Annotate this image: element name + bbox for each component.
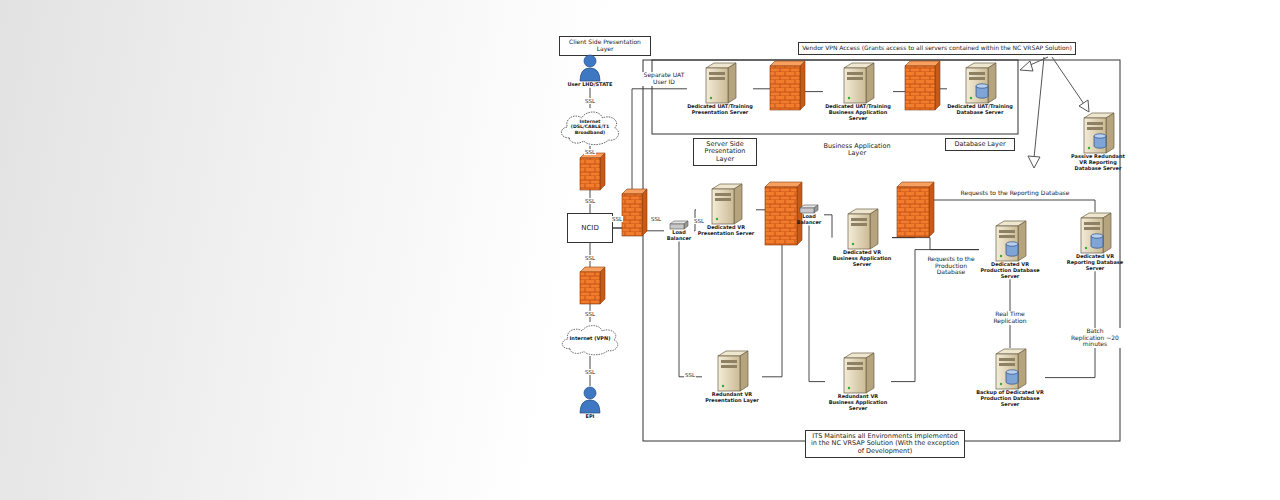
connector-label: SSL xyxy=(684,372,696,378)
server-icon xyxy=(702,62,738,104)
user-icon xyxy=(579,54,601,82)
firewall-symbol xyxy=(580,153,605,190)
node-text: Dedicated VR Production Database Server xyxy=(979,262,1041,279)
connector-label: SSL xyxy=(584,311,596,317)
node-text: Load Balancer xyxy=(664,230,694,242)
server-node: Redundant VR Business Application Server xyxy=(825,352,891,411)
label-box: Client Side Presentation Layer xyxy=(559,36,651,56)
database-server-node: Passive Redundant VR Reporting Database … xyxy=(1067,112,1129,171)
connector-label: Requests to the Reporting Database xyxy=(949,190,1081,197)
firewall-symbol xyxy=(622,189,647,236)
firewall-symbol xyxy=(770,61,805,110)
layer-label: Business Application Layer xyxy=(812,141,902,160)
server-icon xyxy=(962,62,998,104)
node-text: Redundant VR Presentation Layer xyxy=(702,392,762,404)
node-text: EPI xyxy=(570,414,610,420)
connector-line xyxy=(892,238,979,250)
firewall-symbol xyxy=(765,182,802,245)
connector-line xyxy=(679,242,702,377)
node-text: Redundant VR Business Application Server xyxy=(825,394,891,411)
server-node: Redundant VR Presentation Layer xyxy=(702,350,762,404)
label-box: ITS Maintains all Environments Implement… xyxy=(805,430,965,458)
server-node: Dedicated UAT/Training Presentation Serv… xyxy=(687,62,753,116)
connector-label: Requests to the Production Database xyxy=(922,256,980,277)
connector-line xyxy=(1045,271,1095,377)
server-node: Dedicated UAT/Training Business Applicat… xyxy=(823,62,893,121)
cloud-node: Internet (VPN) xyxy=(558,322,622,356)
connector-label: SSL xyxy=(584,255,596,261)
server-icon xyxy=(840,352,876,394)
firewall-symbol xyxy=(905,61,940,110)
server-icon xyxy=(992,220,1028,262)
node-text: Business Application Layer xyxy=(815,143,899,158)
connector-label: SSL xyxy=(650,216,662,222)
database-server-node: Dedicated VR Reporting Database Server xyxy=(1065,212,1125,271)
user-node: EPI xyxy=(570,386,610,420)
label-box: NCID xyxy=(567,213,613,243)
firewall-symbol xyxy=(580,267,605,304)
server-icon xyxy=(1077,212,1113,254)
node-text: Dedicated UAT/Training Business Applicat… xyxy=(823,104,893,121)
load-balancer-icon xyxy=(669,220,689,230)
node-text: Internet (DSL/CABLE/T1 Broadband) xyxy=(567,119,613,135)
server-icon xyxy=(844,208,880,250)
connector-label: SSL xyxy=(693,218,705,224)
connector-label: Real Time Replication xyxy=(986,311,1034,325)
server-icon xyxy=(1080,112,1116,154)
uat-boundary xyxy=(652,60,1018,134)
node-text: Backup of Dedicated VR Production Databa… xyxy=(975,390,1045,407)
load-balancer-node: Load Balancer xyxy=(794,204,824,226)
server-icon xyxy=(714,350,750,392)
node-text: Dedicated VR Presentation Server xyxy=(696,225,756,237)
connector-label: SSL xyxy=(584,369,596,375)
node-text: Database Layer xyxy=(949,141,1011,148)
node-text: Load Balancer xyxy=(794,214,824,226)
connector-line xyxy=(809,226,825,382)
solution-boundary xyxy=(643,60,1120,441)
node-text: Server Side Presentation Layer xyxy=(697,141,753,163)
server-icon xyxy=(708,183,744,225)
node-text: User LHD/STATE xyxy=(562,82,618,88)
node-text: Dedicated VR Business Application Server xyxy=(832,250,892,267)
connector-label: SSL xyxy=(611,216,623,222)
label-box: Database Layer xyxy=(945,138,1015,151)
database-server-node: Dedicated UAT/Training Database Server xyxy=(947,62,1013,116)
node-text: Vendor VPN Access (Grants access to all … xyxy=(802,45,1072,52)
vpn-arrows xyxy=(1020,57,1089,168)
server-icon xyxy=(992,348,1028,390)
node-text: Dedicated UAT/Training Database Server xyxy=(947,104,1013,116)
connector-label: Batch Replication ~20 minutes xyxy=(1069,328,1121,349)
cloud-node: Internet (DSL/CABLE/T1 Broadband) xyxy=(557,108,623,146)
connector-label: SSL xyxy=(584,98,596,104)
node-text: Dedicated UAT/Training Presentation Serv… xyxy=(687,104,753,116)
server-icon xyxy=(840,62,876,104)
firewall-symbol xyxy=(897,182,934,237)
connector-label: Separate UAT User ID xyxy=(642,72,686,86)
database-server-node: Dedicated VR Production Database Server xyxy=(979,220,1041,279)
node-text: Dedicated VR Reporting Database Server xyxy=(1065,254,1125,271)
connector-line xyxy=(824,215,832,238)
connector-label: SSL xyxy=(584,149,596,155)
label-box: Vendor VPN Access (Grants access to all … xyxy=(798,42,1076,55)
server-node: Dedicated VR Business Application Server xyxy=(832,208,892,267)
node-text: Client Side Presentation Layer xyxy=(563,39,647,53)
node-text: Internet (VPN) xyxy=(569,336,610,342)
user-node: User LHD/STATE xyxy=(562,54,618,88)
database-server-node: Backup of Dedicated VR Production Databa… xyxy=(975,348,1045,407)
connector-label: SSL xyxy=(584,198,596,204)
label-box: Server Side Presentation Layer xyxy=(693,138,757,166)
user-icon xyxy=(579,386,601,414)
connector-line xyxy=(891,250,979,382)
load-balancer-node: Load Balancer xyxy=(664,220,694,242)
load-balancer-icon xyxy=(799,204,819,214)
node-text: Passive Redundant VR Reporting Database … xyxy=(1067,154,1129,171)
node-text: NCID xyxy=(581,224,599,232)
server-node: Dedicated VR Presentation Server xyxy=(696,183,756,237)
node-text: ITS Maintains all Environments Implement… xyxy=(809,433,961,455)
